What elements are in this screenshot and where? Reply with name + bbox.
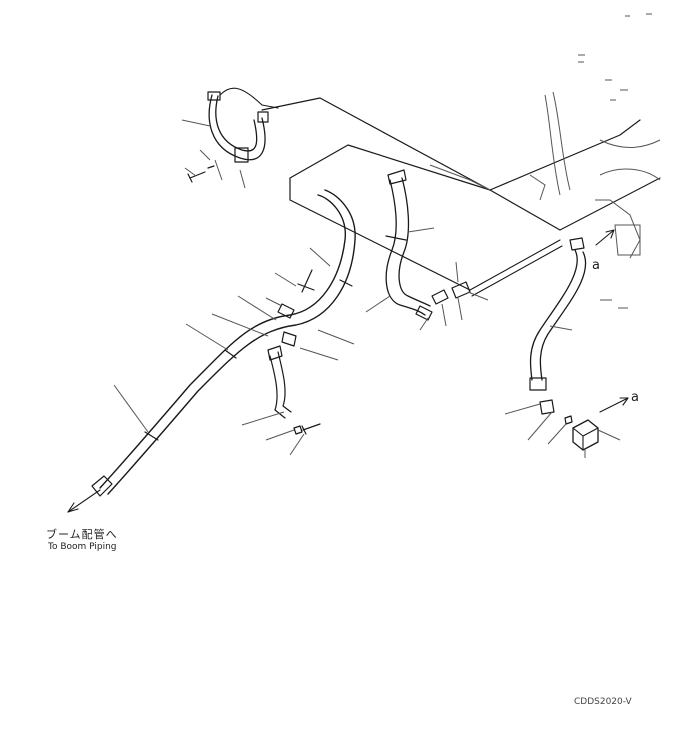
- valve-bracket-frame: [261, 97, 661, 291]
- lower-small-pipe: [267, 345, 321, 435]
- machine-body-outline: [529, 13, 661, 309]
- part-leader-lines: [113, 119, 621, 458]
- drawing-number: CDDS2020-V: [574, 697, 632, 707]
- middle-u-hose: [385, 169, 433, 321]
- view-arrow-lower: [599, 397, 629, 413]
- view-arrow-upper: [595, 229, 615, 246]
- upper-left-loop-hose: [207, 87, 279, 163]
- right-drop-hose: [529, 237, 587, 391]
- lower-right-valve-block: [539, 399, 599, 451]
- view-label-upper: a: [592, 258, 600, 273]
- hose-clamp-bolt: [277, 269, 315, 347]
- destination-caption-en: To Boom Piping: [48, 542, 117, 552]
- to-boom-arrow: [67, 489, 101, 513]
- view-label-lower: a: [631, 390, 639, 405]
- mounting-bolt-upper: [187, 165, 215, 183]
- destination-caption-jp: ブーム配管へ: [46, 528, 118, 541]
- boom-supply-hose: [91, 189, 356, 497]
- adapter-fittings-middle: [431, 239, 563, 305]
